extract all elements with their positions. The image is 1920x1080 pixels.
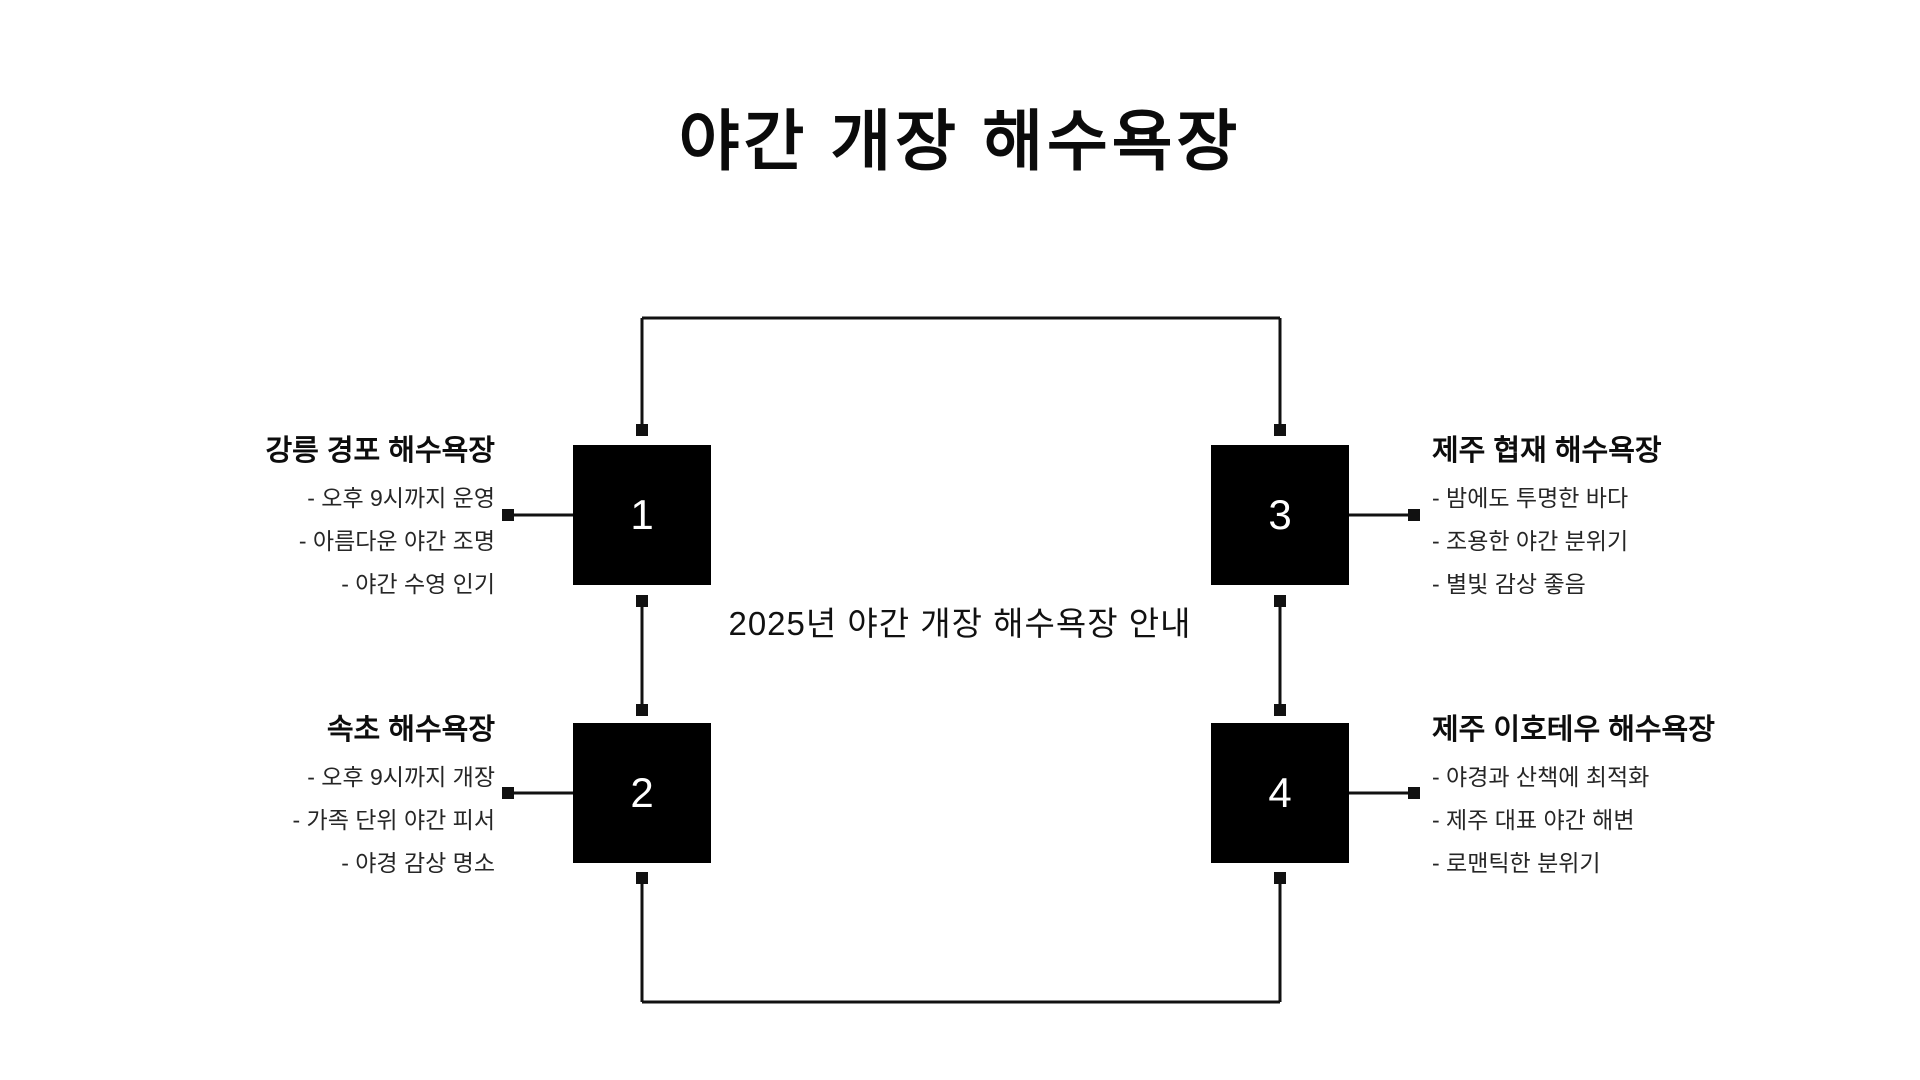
label-block-4: 제주 이호테우 해수욕장 - 야경과 산책에 최적화 - 제주 대표 야간 해변… xyxy=(1432,712,1762,895)
bullet-item: - 밤에도 투명한 바다 xyxy=(1432,485,1629,512)
connector-bottom-bracket xyxy=(636,872,1286,1004)
page-title: 야간 개장 해수욕장 xyxy=(678,104,1242,178)
center-caption: 2025년 야간 개장 해수욕장 안내 xyxy=(728,605,1192,642)
connector-node3-node4 xyxy=(1274,595,1286,716)
label-block-3: 제주 협재 해수욕장 - 밤에도 투명한 바다 - 조용한 야간 분위기 - 별… xyxy=(1432,433,1762,616)
bullet-list-1: - 오후 9시까지 운영 - 아름다운 야간 조명 - 야간 수영 인기 xyxy=(165,487,495,596)
bullet-list-4: - 야경과 산책에 최적화 - 제주 대표 야간 해변 - 로맨틱한 분위기 xyxy=(1432,766,1762,875)
node-box-2[interactable]: 2 xyxy=(573,723,711,863)
label-title-4: 제주 이호테우 해수욕장 xyxy=(1432,714,1715,746)
connector-node3-label xyxy=(1349,509,1420,521)
bullet-item: - 가족 단위 야간 피서 xyxy=(292,807,496,834)
bullet-list-2: - 오후 9시까지 개장 - 가족 단위 야간 피서 - 야경 감상 명소 xyxy=(165,764,496,877)
connector-node1-label xyxy=(502,509,573,521)
label-title-2: 속초 해수욕장 xyxy=(326,714,495,746)
label-title-3: 제주 협재 해수욕장 xyxy=(1432,435,1662,467)
connector-node4-label xyxy=(1349,787,1420,799)
node-box-3[interactable]: 3 xyxy=(1211,445,1349,585)
bullet-item: - 야경과 산책에 최적화 xyxy=(1432,764,1650,791)
bullet-item: - 로맨틱한 분위기 xyxy=(1432,850,1601,877)
label-title-1: 강릉 경포 해수욕장 xyxy=(265,435,495,467)
connector-top-bracket xyxy=(636,316,1286,436)
connector-node2-label xyxy=(502,787,573,799)
connector-node1-node2 xyxy=(636,595,648,716)
bullet-item: - 아름다운 야간 조명 xyxy=(298,528,495,555)
bullet-item: - 오후 9시까지 운영 xyxy=(307,485,495,512)
node-box-4[interactable]: 4 xyxy=(1211,723,1349,863)
bullet-item: - 오후 9시까지 개장 xyxy=(307,764,495,791)
bullet-item: - 제주 대표 야간 해변 xyxy=(1432,807,1635,834)
bullet-list-3: - 밤에도 투명한 바다 - 조용한 야간 분위기 - 별빛 감상 좋음 xyxy=(1432,487,1762,596)
bullet-item: - 조용한 야간 분위기 xyxy=(1432,528,1629,555)
label-block-1: 강릉 경포 해수욕장 - 오후 9시까지 운영 - 아름다운 야간 조명 - 야… xyxy=(165,433,495,616)
label-block-2: 속초 해수욕장 - 오후 9시까지 개장 - 가족 단위 야간 피서 - 야경 … xyxy=(165,712,496,895)
bullet-item: - 별빛 감상 좋음 xyxy=(1432,571,1586,598)
node-box-1[interactable]: 1 xyxy=(573,445,711,585)
bullet-item: - 야간 수영 인기 xyxy=(341,571,495,598)
bullet-item: - 야경 감상 명소 xyxy=(341,850,495,877)
